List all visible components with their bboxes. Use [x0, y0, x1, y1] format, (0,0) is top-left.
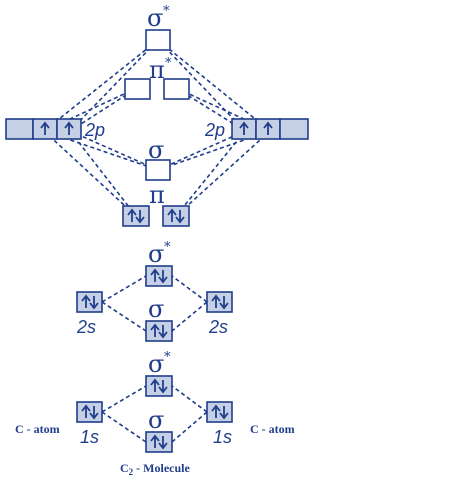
up-down-arrow-icon: [150, 434, 168, 450]
p-pi-orbital-1: [122, 205, 150, 227]
1s-correlation-lines: [101, 385, 208, 443]
left-1s-orbital: [76, 401, 103, 423]
p-section: σ * π * 2p: [5, 4, 309, 227]
left-2p-orbitals: [5, 118, 82, 140]
2s-sigma-star-orbital: [145, 265, 173, 287]
left-2s-orbital: [76, 291, 103, 313]
right-2p-label: 2p: [204, 120, 225, 140]
p-pi-label: π: [149, 181, 165, 209]
p-pi-orbital-2: [162, 205, 190, 227]
right-2p-orbitals: [231, 118, 309, 140]
p-sigma-star-label: σ: [147, 4, 163, 32]
right-2s-orbital: [206, 291, 233, 313]
1s-sigma-star-orbital: [145, 375, 173, 397]
p-sigma-orbital: [145, 159, 171, 181]
1s-sigma-star-asterisk: *: [164, 350, 171, 365]
up-down-arrow-icon: [150, 378, 168, 394]
right-2p-empty-slot: [279, 118, 309, 140]
1s-sigma-label: σ: [148, 406, 164, 434]
up-arrow-icon: [64, 121, 74, 135]
up-down-arrow-icon: [150, 268, 168, 284]
up-down-arrow-icon: [167, 208, 185, 224]
p-sigma-star-orbital: [145, 29, 171, 51]
right-1s-orbital: [206, 401, 233, 423]
left-2p-label: 2p: [84, 120, 105, 140]
p-pi-star-orbital-2: [163, 78, 190, 100]
up-arrow-icon: [239, 121, 249, 135]
up-down-arrow-icon: [211, 404, 229, 420]
2s-section: σ * 2s 2s σ: [76, 240, 233, 342]
1s-section: σ * C - atom 1s 1s C - atom σ: [15, 350, 295, 477]
2s-correlation-lines: [101, 275, 208, 332]
molecule-caption-suffix: - Molecule: [133, 461, 190, 475]
molecule-caption-subscript: 2: [129, 467, 134, 477]
right-atom-label: C - atom: [250, 422, 295, 436]
up-down-arrow-icon: [211, 294, 229, 310]
1s-sigma-star-label: σ: [148, 350, 164, 378]
left-atom-label: C - atom: [15, 422, 60, 436]
left-2s-label: 2s: [76, 317, 96, 337]
1s-sigma-orbital: [145, 431, 173, 453]
p-sigma-star-asterisk: *: [163, 4, 170, 19]
2s-sigma-label: σ: [148, 295, 164, 323]
up-down-arrow-icon: [81, 404, 99, 420]
p-pi-star-orbital-1: [124, 78, 151, 100]
p-pi-star-label: π: [149, 56, 165, 84]
up-down-arrow-icon: [150, 323, 168, 339]
up-arrow-icon: [263, 121, 273, 135]
left-2p-empty-slot: [5, 118, 34, 140]
2s-sigma-orbital: [145, 320, 173, 342]
molecule-caption: C2 - Molecule: [120, 461, 190, 477]
2s-sigma-star-asterisk: *: [164, 240, 171, 255]
right-2s-label: 2s: [208, 317, 228, 337]
right-1s-label: 1s: [213, 427, 232, 447]
p-sigma-label: σ: [148, 136, 164, 164]
2s-sigma-star-label: σ: [148, 240, 164, 268]
up-down-arrow-icon: [127, 208, 145, 224]
left-1s-label: 1s: [80, 427, 99, 447]
molecule-caption-prefix: C: [120, 461, 129, 475]
up-arrow-icon: [40, 121, 50, 135]
up-down-arrow-icon: [81, 294, 99, 310]
p-pi-star-asterisk: *: [165, 56, 172, 71]
